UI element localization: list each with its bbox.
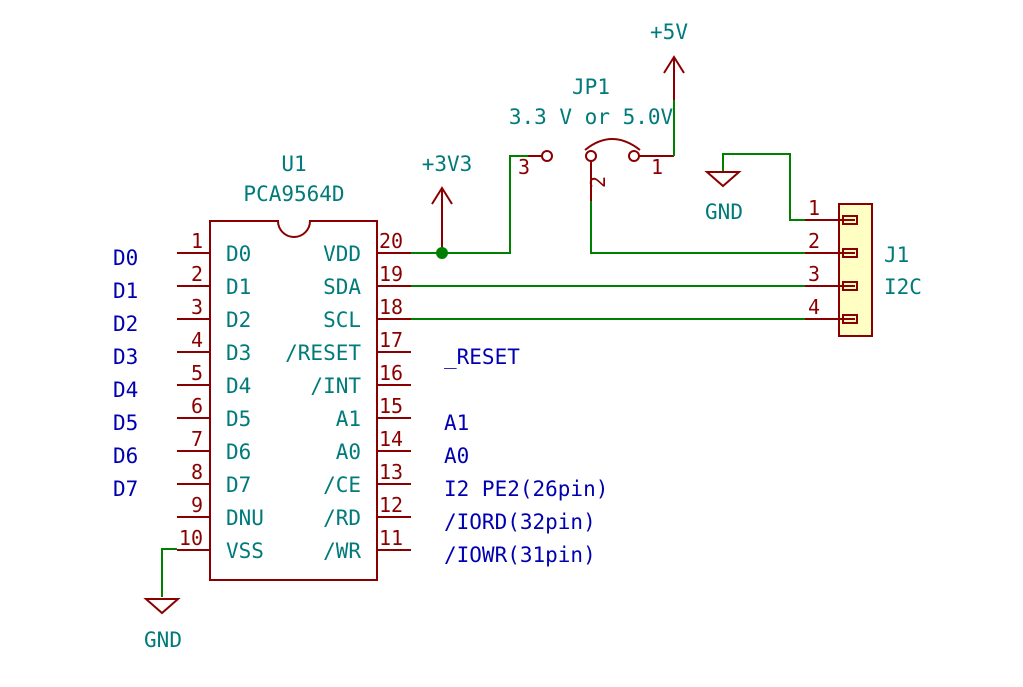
u1-pin-name: D1 <box>226 275 251 299</box>
u1-pin-number: 10 <box>179 526 203 550</box>
u1-pin-name: /RESET <box>285 341 361 365</box>
v3v3-label: +3V3 <box>422 152 473 176</box>
u1-pin-number: 14 <box>379 427 403 451</box>
u1-pin-number: 7 <box>191 427 203 451</box>
j1-pin2-number: 2 <box>808 229 820 253</box>
j1-pins: 1 2 3 4 <box>805 196 858 324</box>
net-label-a1: A1 <box>444 411 469 435</box>
u1-value: PCA9564D <box>243 182 344 206</box>
u1-pin-number: 3 <box>191 295 203 319</box>
u1-pin-name: D3 <box>226 341 251 365</box>
u1-pin-number: 16 <box>379 361 403 385</box>
u1-reference: U1 <box>281 152 306 176</box>
u1-pin-number: 17 <box>379 328 403 352</box>
net-label-d1: D1 <box>113 279 138 303</box>
j1-slot-2 <box>842 248 858 258</box>
u1-pin-number: 18 <box>379 295 403 319</box>
jp1-bridge <box>584 138 641 151</box>
u1-pin-name: /RD <box>323 506 361 530</box>
u1-pin-number: 8 <box>191 460 203 484</box>
net-label-reset: _RESET <box>444 345 520 369</box>
u1-pin-name: VSS <box>226 539 264 563</box>
j1-pin1-number: 1 <box>808 196 820 220</box>
u1-pin-name: /WR <box>323 539 361 563</box>
net-label-a0: A0 <box>444 444 469 468</box>
u1-pin-number: 2 <box>191 262 203 286</box>
u1-pin-number: 6 <box>191 394 203 418</box>
u1-pin-name: D5 <box>226 407 251 431</box>
u1-pin-name: VDD <box>323 242 361 266</box>
v3v3-arrow <box>431 186 453 205</box>
net-label-d7: D7 <box>113 477 138 501</box>
u1-pin-name: D4 <box>226 374 251 398</box>
u1-pin-name: A0 <box>336 440 361 464</box>
u1-pin-number: 11 <box>379 526 403 550</box>
u1-body <box>209 220 378 581</box>
jp1-to-j1-wire <box>590 201 805 254</box>
jp1-contact-1 <box>628 150 640 162</box>
u1-pin-number: 13 <box>379 460 403 484</box>
u1-pin-number: 15 <box>379 394 403 418</box>
u1-pin-number: 5 <box>191 361 203 385</box>
u1-pin-number: 20 <box>379 229 403 253</box>
j1-slot-4 <box>842 314 858 324</box>
net-label-ce: I2 PE2(26pin) <box>444 477 608 501</box>
net-label-d3: D3 <box>113 345 138 369</box>
net-label-d4: D4 <box>113 378 138 402</box>
vss-wire <box>161 548 177 597</box>
u1-pin-name: A1 <box>336 407 361 431</box>
u1-pin-number: 12 <box>379 493 403 517</box>
u1-pin-name: /CE <box>323 473 361 497</box>
u1-pin-number: 19 <box>379 262 403 286</box>
j1-pin4-number: 4 <box>808 295 820 319</box>
gnd-top-wire <box>722 153 805 221</box>
net-label-d0: D0 <box>113 246 138 270</box>
j1-pin3-number: 3 <box>808 262 820 286</box>
u1-pin-name: D7 <box>226 473 251 497</box>
u1-pin-name: DNU <box>226 506 264 530</box>
u1-pin-number: 4 <box>191 328 203 352</box>
ground-symbol-top <box>704 171 742 188</box>
right-net-labels: _RESET A1 A0 I2 PE2(26pin) /IORD(32pin) … <box>444 345 608 567</box>
j1-reference: J1 <box>884 243 909 267</box>
net-label-rd: /IORD(32pin) <box>444 510 596 534</box>
gnd-label-bottom: GND <box>144 628 182 652</box>
u1-pin-name: SCL <box>323 308 361 332</box>
j1-slot-3 <box>842 281 858 291</box>
u1-pin-name: SDA <box>323 275 361 299</box>
jp1-contact-2 <box>585 150 597 162</box>
u1-pin-name: /INT <box>310 374 361 398</box>
jp1-pin3-number: 3 <box>518 155 530 179</box>
net-label-wr: /IOWR(31pin) <box>444 543 596 567</box>
u1-pin-number: 1 <box>191 229 203 253</box>
jp1-value: 3.3 V or 5.0V <box>509 105 674 129</box>
u1-pin-name: D0 <box>226 242 251 266</box>
v5-label: +5V <box>650 20 688 44</box>
jp1-pin2-number: 2 <box>586 176 610 188</box>
vdd-wire <box>411 155 528 254</box>
gnd-label-top: GND <box>705 200 743 224</box>
jp1-contact-3 <box>541 150 553 162</box>
junction-dot <box>436 247 448 259</box>
j1-slot-1 <box>842 215 858 225</box>
jp1-reference: JP1 <box>572 75 610 99</box>
u1-pin-name: D6 <box>226 440 251 464</box>
net-label-d6: D6 <box>113 444 138 468</box>
u1-pin-name: D2 <box>226 308 251 332</box>
ground-symbol-bottom <box>143 598 181 615</box>
net-label-d5: D5 <box>113 411 138 435</box>
u1-pin-number: 9 <box>191 493 203 517</box>
jp1-pin1-number: 1 <box>651 155 663 179</box>
j1-value: I2C <box>884 275 922 299</box>
net-label-d2: D2 <box>113 312 138 336</box>
